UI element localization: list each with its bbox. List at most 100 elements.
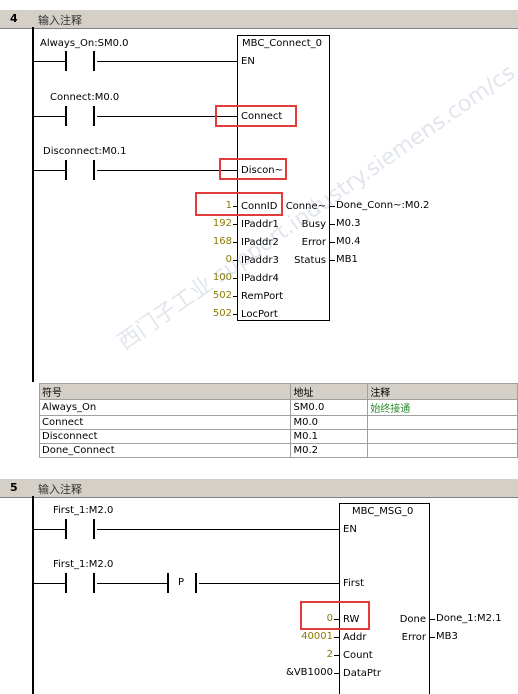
input-value[interactable]: &VB1000	[286, 667, 333, 678]
pin-ipaddr1: IPaddr1	[241, 219, 279, 230]
pin-stub	[233, 296, 237, 297]
rung-wire	[33, 116, 65, 117]
pin-stub	[233, 242, 237, 243]
highlight-box	[300, 601, 370, 630]
pin-stub	[330, 242, 335, 243]
input-value[interactable]: 502	[212, 290, 232, 301]
block-title: MBC_Connect_0	[242, 38, 323, 49]
pin-stub	[334, 619, 339, 620]
table-header-row: 符号 地址 注释	[38, 383, 518, 400]
pin-stub	[430, 619, 435, 620]
address-cell[interactable]: M0.2	[290, 443, 369, 458]
pin-busy: Busy	[301, 219, 326, 230]
table-row[interactable]: Done_Connect M0.2	[38, 443, 518, 458]
output-value[interactable]: Done_Conn~:M0.2	[336, 200, 430, 211]
no-contact[interactable]	[65, 51, 95, 71]
rung-wire	[97, 529, 339, 530]
pin-error: Error	[301, 237, 326, 248]
pin-error: Error	[401, 632, 426, 643]
rung-wire	[97, 61, 237, 62]
network-number: 5	[10, 481, 18, 494]
contact-label: Connect:M0.0	[50, 92, 120, 103]
pin-stub	[330, 224, 335, 225]
pin-en: EN	[241, 56, 255, 67]
rung-wire	[199, 583, 339, 584]
network-comment[interactable]: 输入注释	[38, 14, 82, 27]
comment-cell[interactable]	[367, 415, 518, 430]
no-contact[interactable]	[65, 160, 95, 180]
input-value[interactable]: 0	[225, 254, 232, 265]
table-row[interactable]: Disconnect M0.1	[38, 429, 518, 444]
pin-ipaddr4: IPaddr4	[241, 273, 279, 284]
output-value[interactable]: MB3	[436, 631, 458, 642]
input-value[interactable]: 1	[225, 200, 232, 211]
pin-rw: RW	[343, 614, 360, 625]
input-value[interactable]: 2	[326, 649, 333, 660]
pin-stub	[430, 637, 435, 638]
pin-ipaddr2: IPaddr2	[241, 237, 279, 248]
network-comment[interactable]: 输入注释	[38, 483, 82, 496]
edge-label: P	[178, 577, 185, 588]
input-value[interactable]: 502	[212, 308, 232, 319]
network-header[interactable]: 4 输入注释	[0, 9, 518, 29]
power-rail	[32, 27, 34, 382]
rung-wire	[97, 116, 237, 117]
input-value[interactable]: 40001	[301, 631, 333, 642]
block-title: MBC_MSG_0	[352, 506, 414, 517]
no-contact[interactable]	[65, 573, 95, 593]
pin-count: Count	[343, 650, 373, 661]
pin-locport: LocPort	[241, 309, 278, 320]
pin-connect: Connect	[241, 111, 283, 122]
address-cell[interactable]: M0.1	[290, 429, 369, 444]
contact-label: First_1:M2.0	[53, 505, 114, 516]
power-rail	[32, 496, 34, 694]
rung-wire	[33, 170, 65, 171]
pin-stub	[233, 224, 237, 225]
network-header[interactable]: 5 输入注释	[0, 478, 518, 498]
symbol-cell[interactable]: Done_Connect	[38, 443, 292, 458]
pin-conne: Conne~	[285, 201, 326, 212]
input-value[interactable]: 100	[212, 272, 232, 283]
positive-edge-contact[interactable]: P	[167, 573, 197, 593]
pin-stub	[334, 637, 339, 638]
table-row[interactable]: Connect M0.0	[38, 415, 518, 430]
address-cell[interactable]: SM0.0	[290, 399, 369, 416]
pin-status: Status	[294, 255, 326, 266]
column-header: 注释	[367, 383, 518, 400]
rung-wire	[97, 170, 237, 171]
output-value[interactable]: M0.3	[336, 218, 361, 229]
table-row[interactable]: Always_On SM0.0 始终接通	[38, 399, 518, 416]
no-contact[interactable]	[65, 519, 95, 539]
input-value[interactable]: 0	[326, 613, 333, 624]
symbol-cell[interactable]: Connect	[38, 415, 292, 430]
comment-cell[interactable]: 始终接通	[367, 399, 518, 416]
column-header: 地址	[290, 383, 369, 400]
pin-addr: Addr	[343, 632, 367, 643]
symbol-table: 符号 地址 注释 Always_On SM0.0 始终接通 Connect M0…	[38, 383, 518, 458]
contact-label: First_1:M2.0	[53, 559, 114, 570]
pin-done: Done	[399, 614, 426, 625]
contact-label: Disconnect:M0.1	[43, 146, 127, 157]
pin-stub	[330, 206, 335, 207]
pin-stub	[233, 314, 237, 315]
output-value[interactable]: M0.4	[336, 236, 361, 247]
output-value[interactable]: MB1	[336, 254, 358, 265]
no-contact[interactable]	[65, 106, 95, 126]
output-value[interactable]: Done_1:M2.1	[436, 613, 502, 624]
pin-remport: RemPort	[241, 291, 284, 302]
symbol-cell[interactable]: Always_On	[38, 399, 292, 416]
input-value[interactable]: 168	[212, 236, 232, 247]
comment-cell[interactable]	[367, 429, 518, 444]
pin-stub	[233, 260, 237, 261]
rung-wire	[33, 529, 65, 530]
pin-dataptr: DataPtr	[343, 668, 381, 679]
function-block[interactable]: MBC_MSG_0 EN First RW Addr Count DataPtr…	[339, 503, 430, 694]
input-value[interactable]: 192	[212, 218, 232, 229]
highlight-box	[195, 192, 283, 216]
pin-ipaddr3: IPaddr3	[241, 255, 279, 266]
symbol-cell[interactable]: Disconnect	[38, 429, 292, 444]
comment-cell[interactable]	[367, 443, 518, 458]
address-cell[interactable]: M0.0	[290, 415, 369, 430]
pin-en: EN	[343, 524, 357, 535]
rung-wire	[33, 61, 65, 62]
